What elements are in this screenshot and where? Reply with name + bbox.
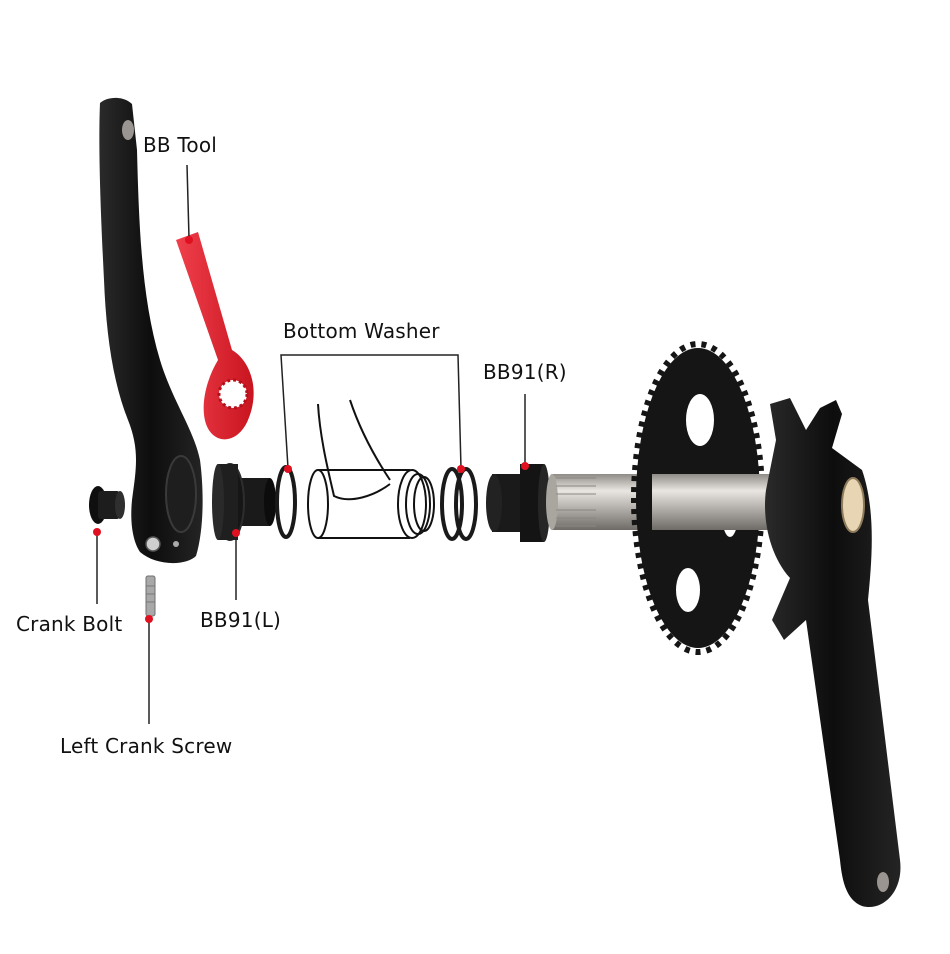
leader-bottom-washer [280,354,462,469]
right-crank-pedal-hole [877,872,889,892]
left-bottom-washer [275,465,297,539]
crank-bolt [89,486,125,524]
leader-bb-tool [186,164,190,239]
dot-washer-right [457,465,465,473]
label-bottom-washer: Bottom Washer [283,319,440,343]
dot-bb-tool [185,236,193,244]
bottom-bracket-shell-sketch [307,399,435,539]
crank-pedal-hole [122,120,134,140]
dot-crank-bolt [93,528,101,536]
bb91-left-cup [212,463,276,541]
left-crank-arm [99,97,203,564]
label-bb91-right: BB91(R) [483,360,567,384]
label-crank-bolt: Crank Bolt [16,612,123,636]
dot-washer-left [284,465,292,473]
crank-spindle-bore [165,455,197,533]
dot-left-crank-screw [145,615,153,623]
label-bb-tool: BB Tool [143,133,218,157]
label-bb91-left: BB91(L) [200,608,282,632]
crank-pinch-bolt-2 [173,541,179,547]
marker-dots [93,236,529,623]
right-bottom-washers [440,467,478,541]
right-crank-arm [765,398,901,908]
label-left-crank-screw: Left Crank Screw [60,734,233,758]
bb-tool [176,232,254,440]
dot-bb91-right [521,462,529,470]
bb91-right-cup [486,464,550,542]
left-crank-screw [145,575,156,617]
right-crank-bore [841,477,865,533]
crank-pinch-bolt [145,536,161,552]
leader-lines [96,164,526,724]
dot-bb91-left [232,529,240,537]
